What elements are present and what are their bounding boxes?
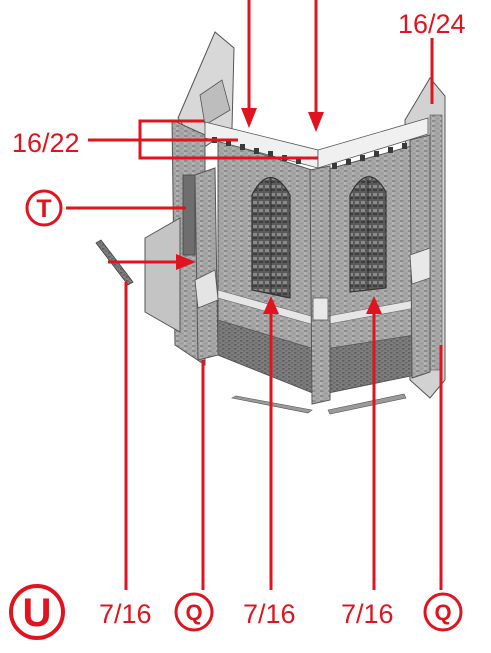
annotation-arrows [66,0,443,590]
marker-u: U [9,584,65,640]
marker-u-letter: U [23,591,52,635]
marker-t: T [25,189,63,227]
loose-strip-2 [327,393,407,415]
rear-left-wall-inner [199,79,231,126]
label-16-24: 16/24 [398,9,466,39]
left-buttress [194,167,219,361]
marker-q-2: Q [423,592,463,632]
marker-q-2-letter: Q [434,600,451,625]
marker-t-letter: T [36,195,51,223]
center-buttress [309,165,331,405]
left-wall-window [182,174,196,256]
right-buttress-cap [409,247,431,285]
marker-q-1-letter: Q [185,600,202,625]
label-7-16-center: 7/16 [243,599,296,629]
rear-right-wall-strip [429,114,443,371]
apse-building [95,31,446,415]
bracket-16-22 [88,119,318,160]
label-7-16-right: 7/16 [341,599,394,629]
left-annex [144,217,181,333]
center-buttress-cap [312,297,329,321]
label-7-16-u: 7/16 [99,599,152,629]
label-16-22: 16/22 [12,128,80,158]
marker-q-1: Q [174,592,214,632]
